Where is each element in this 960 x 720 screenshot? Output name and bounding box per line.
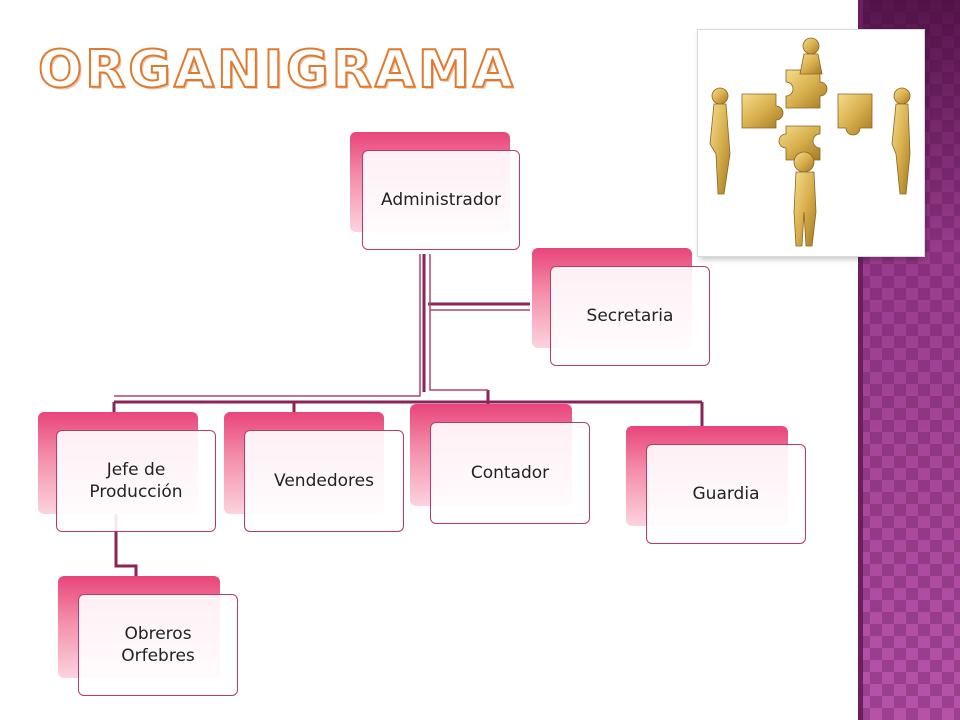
org-node-label: Secretaria	[550, 266, 710, 366]
connector-jefe-obreros	[114, 514, 138, 578]
org-node-secretaria: Secretaria	[532, 248, 712, 368]
org-node-label: Guardia	[646, 444, 806, 544]
org-node-label: Obreros Orfebres	[78, 594, 238, 696]
org-node-contador: Contador	[410, 404, 592, 526]
teamwork-puzzle-image	[698, 30, 924, 256]
org-node-label: Vendedores	[244, 430, 404, 532]
org-node-vendedores: Vendedores	[224, 412, 406, 534]
org-node-label: Administrador	[362, 150, 520, 250]
org-node-guardia: Guardia	[626, 426, 808, 546]
org-node-obreros-orfebres: Obreros Orfebres	[58, 576, 240, 698]
org-node-label: Contador	[430, 422, 590, 524]
page-title: Organigrama	[37, 39, 516, 101]
org-node-label: Jefe de Producción	[56, 430, 216, 532]
org-node-administrador: Administrador	[350, 132, 520, 252]
teamwork-puzzle-figures-icon	[709, 37, 911, 247]
org-node-jefe-de-produccion: Jefe de Producción	[38, 412, 218, 534]
